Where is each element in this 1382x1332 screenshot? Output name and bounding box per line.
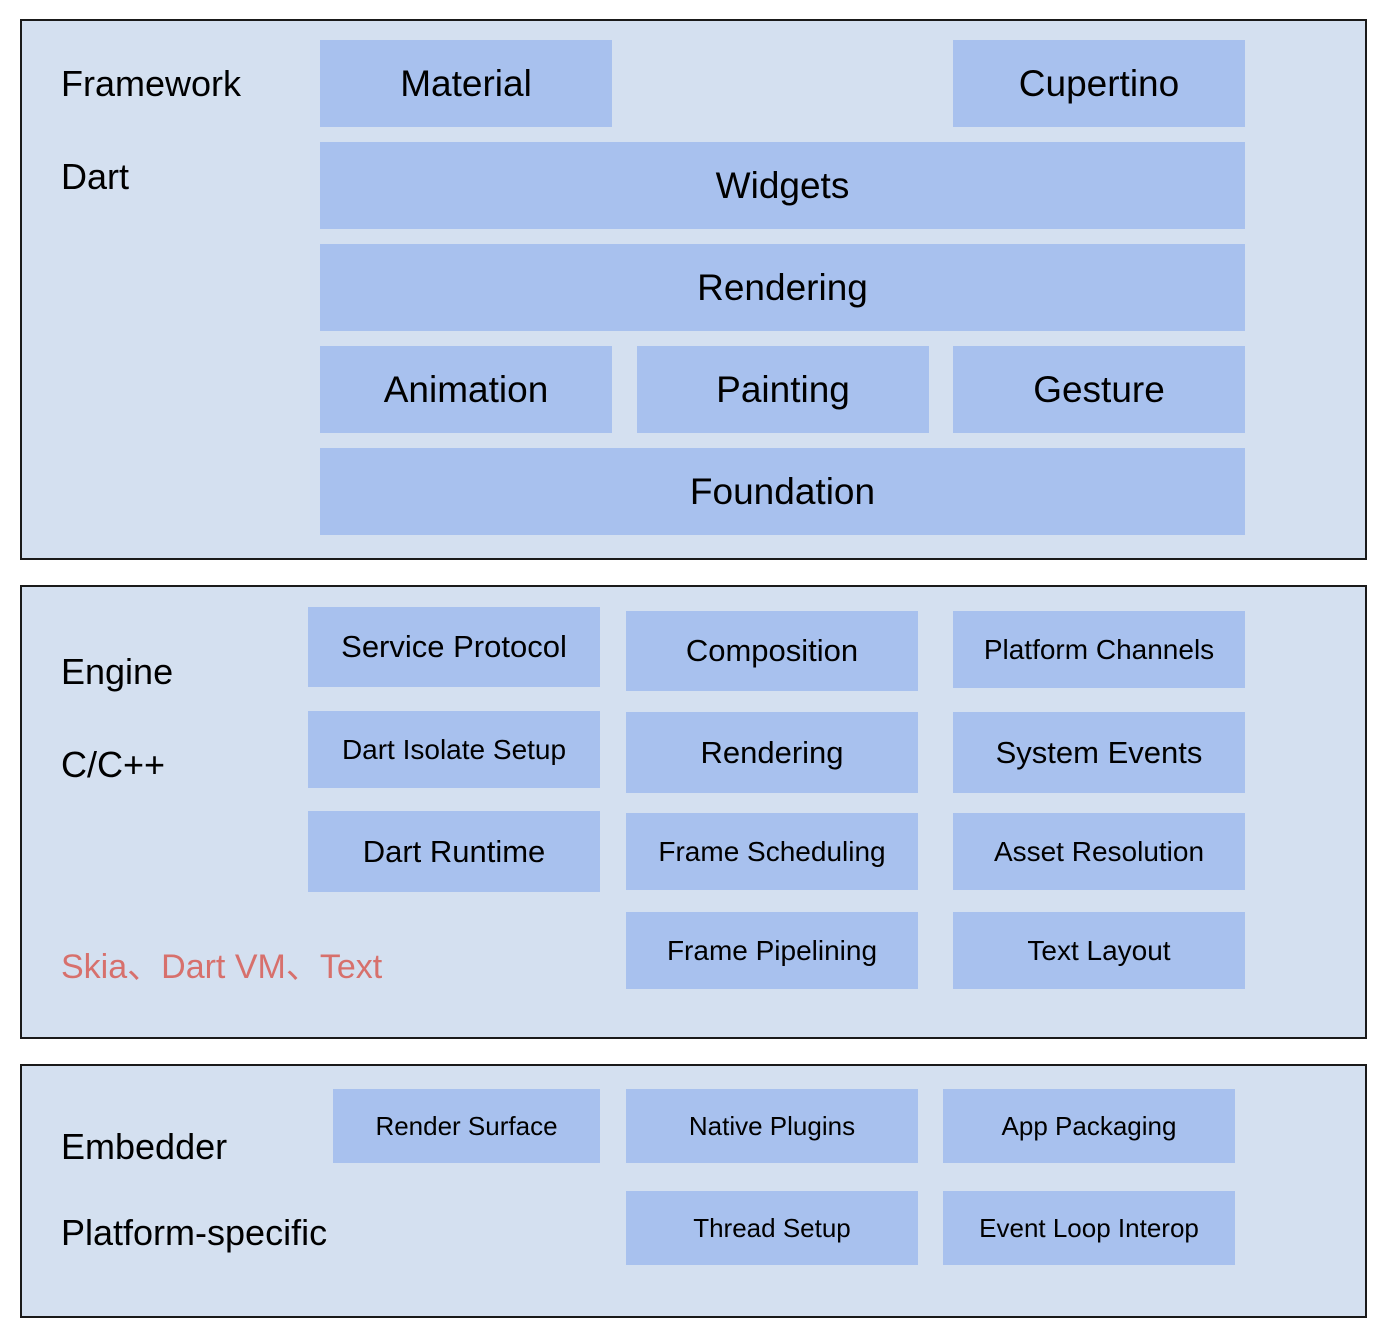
module-composition: Composition (626, 611, 918, 691)
module-app-packaging: App Packaging (943, 1089, 1235, 1163)
embedder-title: Embedder (61, 1126, 228, 1167)
module-event-loop-interop: Event Loop Interop (943, 1191, 1235, 1265)
module-service-protocol: Service Protocol (308, 607, 600, 687)
framework-title: Framework (61, 63, 242, 104)
module-engine-rendering: Rendering (626, 712, 918, 793)
module-rendering: Rendering (320, 244, 1245, 331)
module-gesture: Gesture (953, 346, 1245, 433)
engine-note: Skia、Dart VM、Text (61, 948, 383, 986)
module-animation: Animation (320, 346, 612, 433)
module-thread-setup: Thread Setup (626, 1191, 918, 1265)
module-widgets: Widgets (320, 142, 1245, 229)
module-render-surface: Render Surface (333, 1089, 600, 1163)
framework-layer: Framework Dart Material Cupertino Widget… (20, 19, 1367, 560)
module-text-layout: Text Layout (953, 912, 1245, 989)
engine-layer: Engine C/C++ Skia、Dart VM、Text Service P… (20, 585, 1367, 1039)
module-dart-isolate-setup: Dart Isolate Setup (308, 711, 600, 788)
framework-language: Dart (61, 156, 130, 197)
module-system-events: System Events (953, 712, 1245, 793)
module-asset-resolution: Asset Resolution (953, 813, 1245, 890)
engine-language: C/C++ (61, 744, 166, 785)
embedder-layer: Embedder Platform-specific Render Surfac… (20, 1064, 1367, 1318)
embedder-language: Platform-specific (61, 1212, 328, 1253)
module-frame-pipelining: Frame Pipelining (626, 912, 918, 989)
module-material: Material (320, 40, 612, 127)
module-cupertino: Cupertino (953, 40, 1245, 127)
module-foundation: Foundation (320, 448, 1245, 535)
engine-title: Engine (61, 651, 174, 692)
module-native-plugins: Native Plugins (626, 1089, 918, 1163)
module-frame-scheduling: Frame Scheduling (626, 813, 918, 890)
module-painting: Painting (637, 346, 929, 433)
module-platform-channels: Platform Channels (953, 611, 1245, 688)
module-dart-runtime: Dart Runtime (308, 811, 600, 892)
